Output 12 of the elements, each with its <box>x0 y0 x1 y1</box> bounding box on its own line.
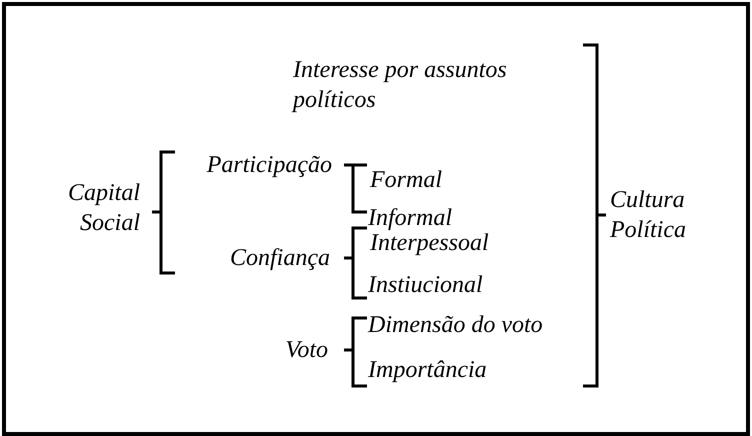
label-text: Capital Social <box>66 179 140 238</box>
label-text: Formal <box>370 166 443 195</box>
label-text: Cultura Política <box>610 186 687 245</box>
label-text: Voto <box>284 336 328 365</box>
label-text: Interesse por assuntos políticos <box>293 56 508 115</box>
label-text: Confiança <box>229 244 330 273</box>
label-text: Importância <box>368 356 488 385</box>
label-text: Informal <box>368 204 453 233</box>
label-text: Interpessoal <box>370 230 490 258</box>
label-text: Participação <box>206 151 332 180</box>
label-text: Dimensão do voto <box>368 311 544 340</box>
label-text: Instiucional <box>368 271 484 300</box>
